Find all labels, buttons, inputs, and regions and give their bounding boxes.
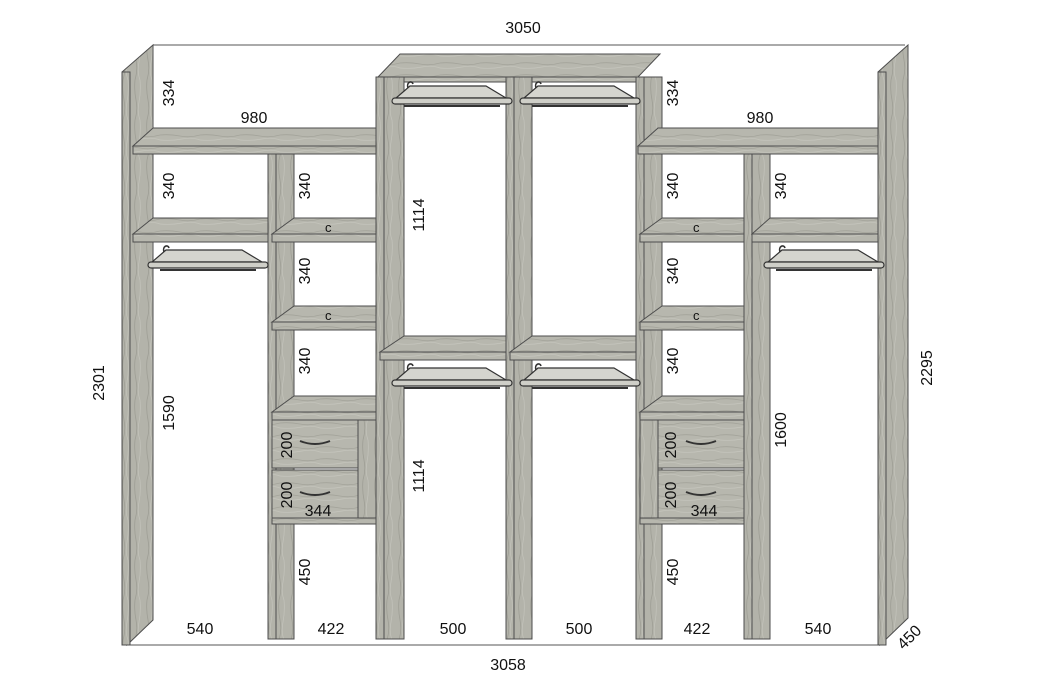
- dim-center-top-hang: 1114: [411, 198, 428, 231]
- dim-right-inner-340-a: 340: [665, 173, 682, 200]
- dim-left-drawer-top: 200: [279, 432, 296, 459]
- dim-left-shelf-width: 980: [241, 110, 268, 127]
- dim-center-bottom-hang: 1114: [411, 459, 428, 492]
- drawer-handle-icon: [685, 491, 717, 496]
- hanger-icon: [763, 245, 885, 272]
- right-inner-shelves: [638, 217, 745, 421]
- dim-left-inner-340-c: 340: [297, 348, 314, 375]
- dim-right-drawer-width: 344: [691, 503, 718, 520]
- dim-bottom-width-5: 422: [684, 621, 711, 638]
- hanger-icon: [391, 81, 513, 108]
- drawer-handle-icon: [299, 440, 331, 445]
- right-top-shelf: [636, 127, 879, 155]
- dim-right-col-hang: 1600: [773, 412, 790, 448]
- dim-right-drawer-top: 200: [663, 432, 680, 459]
- dim-bottom-width-1: 540: [187, 621, 214, 638]
- dim-bottom-width: 3058: [490, 657, 526, 674]
- dim-left-top-gap: 334: [161, 80, 178, 107]
- dim-left-inner-340-a: 340: [297, 173, 314, 200]
- left-side-panel: [121, 43, 154, 647]
- dim-right-height: 2295: [919, 350, 936, 386]
- dim-bottom-width-3: 500: [440, 621, 467, 638]
- dim-bottom-width-4: 500: [566, 621, 593, 638]
- dim-bottom-width-2: 422: [318, 621, 345, 638]
- dim-right-drawer-bottom: 200: [663, 482, 680, 509]
- dim-left-inner-340-b: 340: [297, 258, 314, 285]
- left-top-shelf: [131, 127, 377, 155]
- dim-left-inner-bottom: 450: [297, 559, 314, 586]
- dim-top-width: 3050: [505, 20, 541, 37]
- shelf-mark: c: [693, 308, 700, 323]
- hanger-icon: [147, 245, 269, 272]
- left-inner-shelves: [270, 217, 377, 421]
- dim-bottom-width-6: 540: [805, 621, 832, 638]
- shelf-mark: c: [325, 308, 332, 323]
- dim-left-drawer-width: 344: [305, 503, 332, 520]
- dim-left-drawer-bottom: 200: [279, 482, 296, 509]
- shelf-mark: c: [325, 220, 332, 235]
- dim-right-inner-340-b: 340: [665, 258, 682, 285]
- hanger-icon: [519, 363, 641, 390]
- hanger-icon: [391, 363, 513, 390]
- shelf-mark: c: [693, 220, 700, 235]
- dim-right-col-340: 340: [773, 173, 790, 200]
- drawer-handle-icon: [299, 491, 331, 496]
- left-drawers: [271, 419, 377, 525]
- right-col-shelf: [750, 217, 879, 243]
- hanger-icon: [519, 81, 641, 108]
- dim-left-height: 2301: [91, 365, 108, 401]
- center-middle-shelves: [378, 335, 637, 361]
- right-drawers: [639, 419, 745, 525]
- right-side-panel: [877, 43, 909, 647]
- left-col-shelf: [131, 217, 269, 243]
- drawer-handle-icon: [685, 440, 717, 445]
- dim-right-shelf-width: 980: [747, 110, 774, 127]
- dim-left-col-340: 340: [161, 173, 178, 200]
- dim-right-inner-340-c: 340: [665, 348, 682, 375]
- dim-right-inner-bottom: 450: [665, 559, 682, 586]
- dim-left-col-hang: 1590: [161, 395, 178, 431]
- dim-right-top-gap: 334: [665, 80, 682, 107]
